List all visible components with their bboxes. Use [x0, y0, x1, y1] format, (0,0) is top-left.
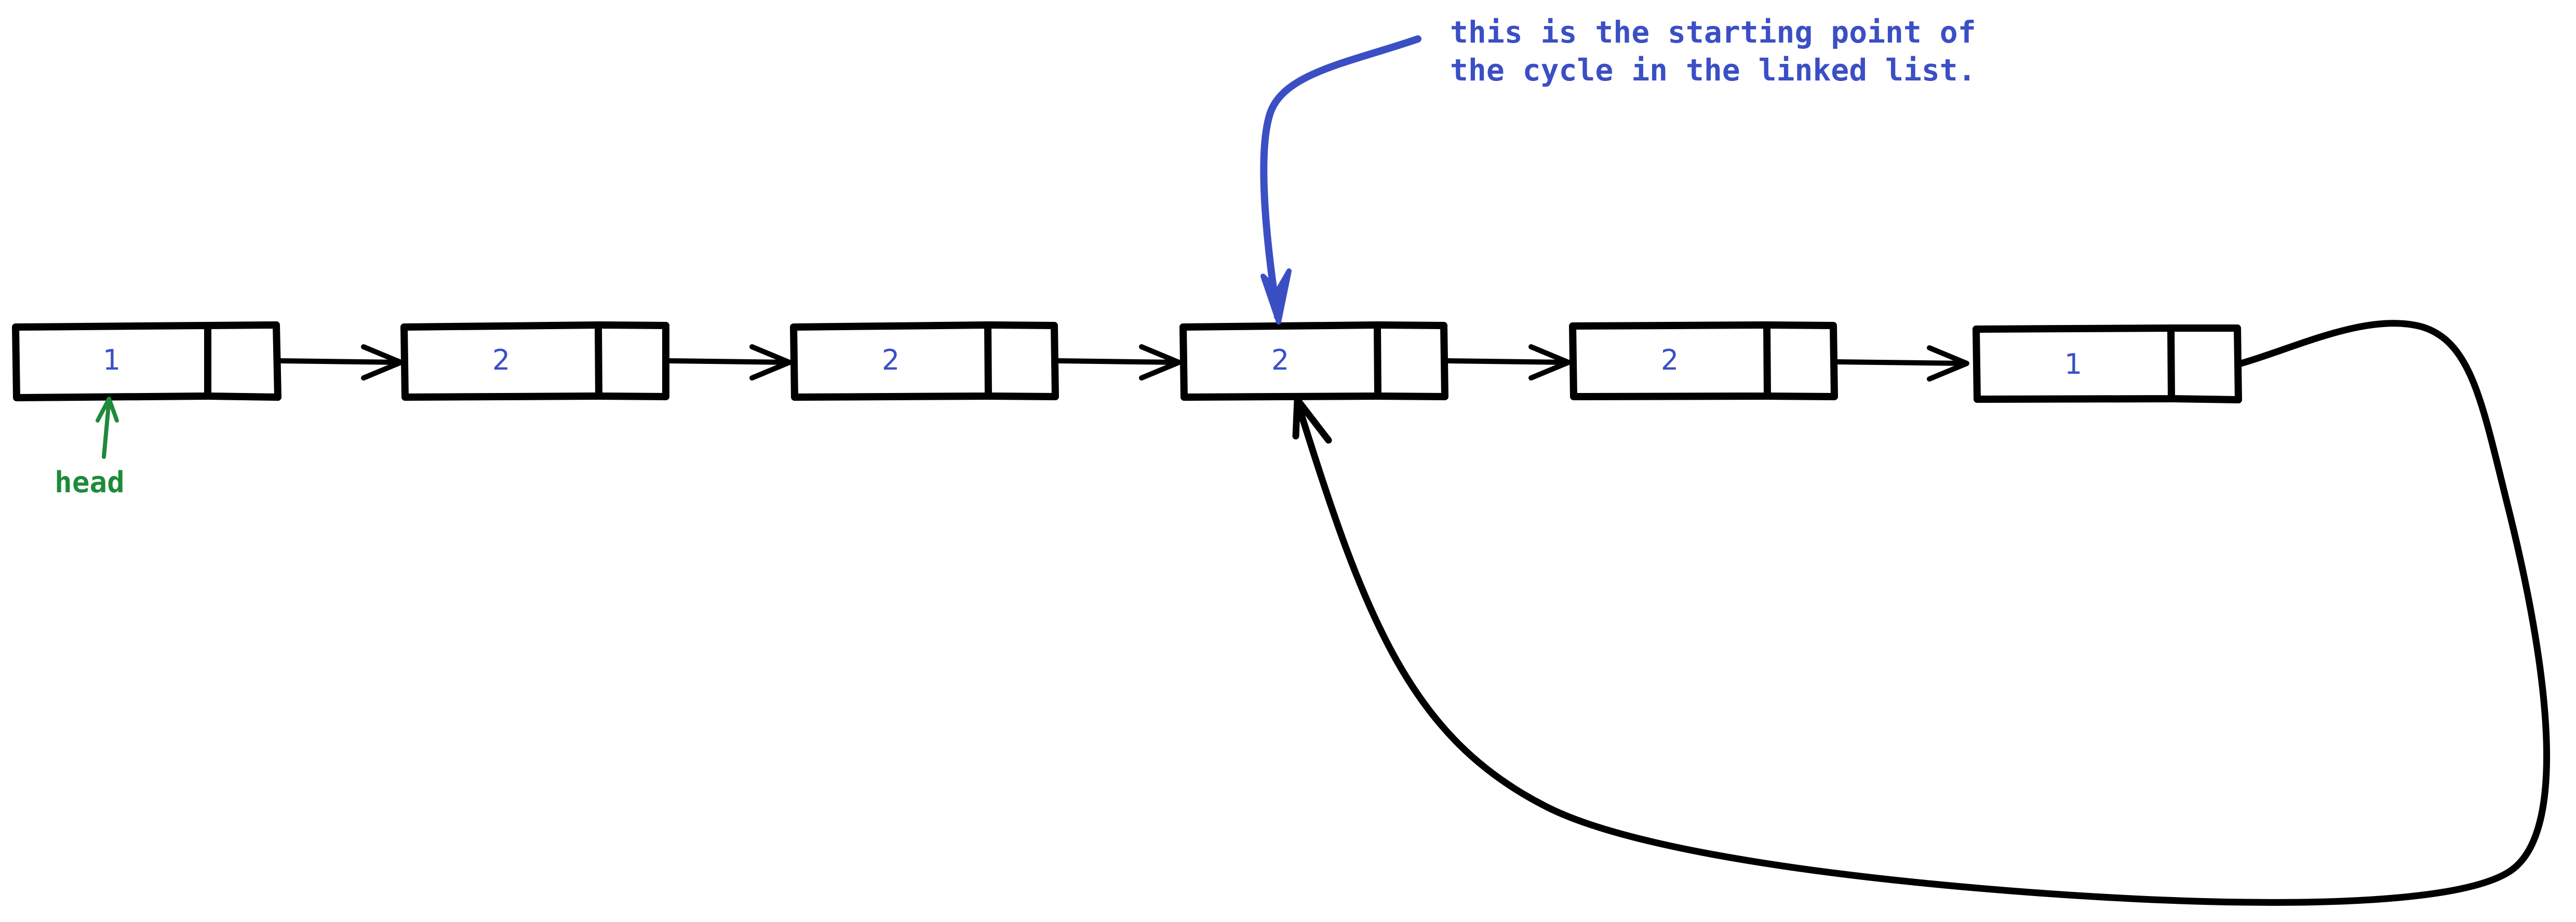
head-pointer: head: [55, 397, 125, 499]
cycle-start-annotation: this is the starting point of the cycle …: [1260, 15, 1976, 324]
node-4-value: 2: [1271, 344, 1289, 376]
next-pointer-arrow-4: [1445, 344, 1571, 381]
node-6-next-cell: [2167, 324, 2242, 403]
node-1-value: 1: [103, 344, 120, 376]
annotation-arrow: [1260, 35, 1421, 320]
list-node-5: 2: [1569, 321, 1838, 400]
annotation-line-2: the cycle in the linked list.: [1450, 52, 1976, 88]
next-pointer-arrow-1: [278, 344, 404, 381]
node-6-value: 1: [2064, 348, 2082, 381]
list-node-4: 2: [1179, 321, 1448, 401]
node-3-value: 2: [882, 344, 900, 376]
head-label: head: [55, 466, 125, 499]
node-4-next-cell: [1374, 321, 1448, 400]
list-node-1: 1: [12, 321, 281, 401]
list-node-6: 1: [1973, 324, 2242, 403]
next-pointer-arrow-3: [1056, 344, 1182, 381]
list-node-3: 2: [790, 321, 1059, 401]
node-3-next-cell: [984, 321, 1059, 400]
node-1-next-cell: [204, 321, 281, 401]
node-5-value: 2: [1661, 344, 1679, 376]
node-2-value: 2: [492, 344, 510, 376]
node-2-next-cell: [595, 321, 669, 400]
cycle-back-pointer-arrow: [1292, 320, 2551, 906]
next-pointer-arrow-5: [1835, 345, 1969, 382]
node-5-next-cell: [1763, 321, 1838, 400]
annotation-line-1: this is the starting point of: [1450, 15, 1976, 50]
list-node-2: 2: [400, 321, 669, 401]
next-pointer-arrow-2: [666, 344, 792, 381]
head-arrow: [102, 398, 111, 459]
